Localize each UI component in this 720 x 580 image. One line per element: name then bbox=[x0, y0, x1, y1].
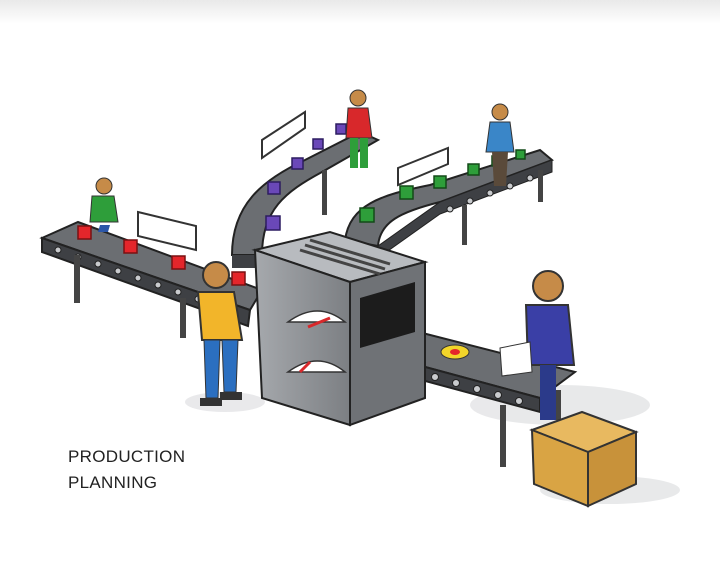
worker-top bbox=[345, 89, 373, 168]
worker-left bbox=[89, 177, 119, 232]
worker-yellow bbox=[196, 261, 244, 406]
right-curved-conveyor bbox=[343, 146, 554, 259]
purple-boxes bbox=[265, 123, 347, 231]
green-boxes bbox=[359, 149, 526, 223]
worker-right bbox=[485, 103, 515, 186]
red-boxes bbox=[77, 225, 246, 286]
caption-line-1: PRODUCTION bbox=[68, 447, 186, 466]
cardboard-box bbox=[529, 410, 639, 508]
worker-inspector bbox=[499, 270, 576, 420]
top-shadow-bar bbox=[0, 0, 720, 24]
processing-machine bbox=[251, 230, 429, 427]
caption-label: PRODUCTION PLANNING bbox=[68, 444, 185, 496]
caption-line-2: PLANNING bbox=[68, 473, 158, 492]
